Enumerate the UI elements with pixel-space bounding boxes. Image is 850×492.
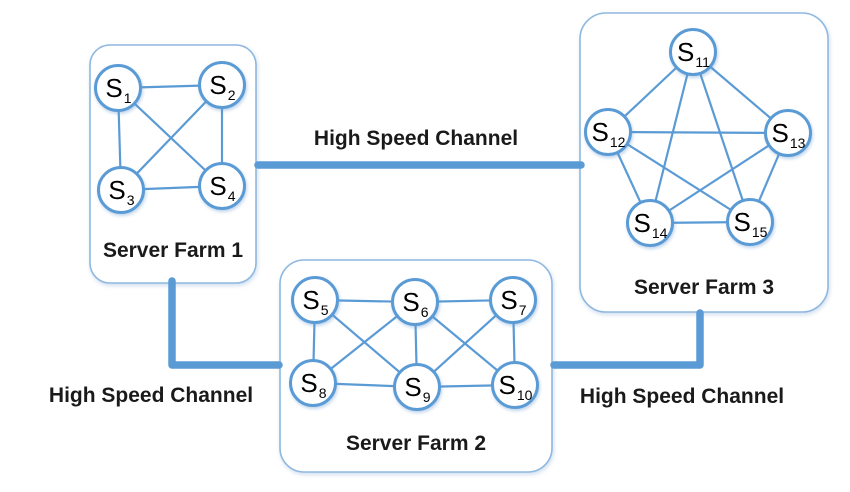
node-s2: S2: [198, 61, 246, 109]
node-s12: S12: [584, 108, 632, 156]
node-s13: S13: [764, 109, 812, 157]
node-s3: S3: [97, 166, 145, 214]
node-s7-label: S7: [500, 285, 527, 318]
node-s10: S10: [491, 361, 539, 409]
channel-label-bottom-right: High Speed Channel: [579, 385, 785, 408]
node-s10-label: S10: [498, 370, 533, 403]
channel-line-farm2-farm3: [550, 309, 704, 369]
node-s1-label: S1: [105, 73, 132, 106]
node-s4: S4: [198, 162, 246, 210]
node-s5-label: S5: [302, 285, 329, 318]
node-s9-label: S9: [404, 372, 431, 405]
node-s15: S15: [726, 198, 774, 246]
server-farm-1-title: Server Farm 1: [102, 239, 244, 262]
node-s2-label: S2: [209, 70, 236, 103]
node-s4-label: S4: [209, 171, 236, 204]
server-farm-2-title: Server Farm 2: [345, 432, 487, 455]
node-s1: S1: [94, 64, 142, 112]
channel-line-farm1-farm2: [168, 277, 283, 369]
node-s8: S8: [289, 359, 337, 407]
node-s13-label: S13: [771, 118, 806, 151]
server-farm-3-title: Server Farm 3: [633, 276, 775, 299]
channel-label-bottom-left: High Speed Channel: [48, 384, 254, 407]
node-s3-label: S3: [108, 175, 135, 208]
node-s14-label: S14: [633, 208, 668, 241]
node-s6-label: S6: [402, 287, 429, 320]
node-s12-label: S12: [591, 117, 626, 150]
node-s9: S9: [393, 363, 441, 411]
node-s7: S7: [489, 276, 537, 324]
node-s8-label: S8: [300, 368, 327, 401]
node-s5: S5: [291, 276, 339, 324]
node-s15-label: S15: [733, 207, 768, 240]
channel-label-top: High Speed Channel: [313, 127, 519, 150]
node-s11: S11: [669, 28, 717, 76]
node-s6: S6: [391, 278, 439, 326]
node-s14: S14: [626, 199, 674, 247]
node-s11-label: S11: [677, 37, 710, 70]
